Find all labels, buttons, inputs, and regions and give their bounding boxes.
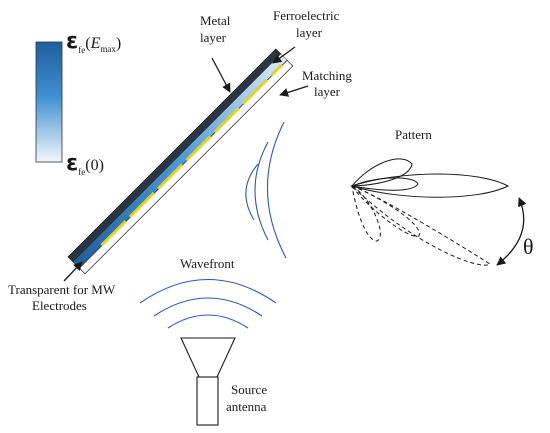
matching-layer xyxy=(78,59,294,275)
reflected-wave-1 xyxy=(245,163,259,221)
main-lobe xyxy=(350,173,510,198)
upper-lobe xyxy=(350,158,413,187)
incident-wave-1 xyxy=(139,279,277,304)
steered-lobe-1 xyxy=(351,185,381,242)
metal-layer xyxy=(67,48,282,263)
radiation-pattern xyxy=(350,158,510,198)
side-lobe xyxy=(350,177,419,191)
steered-pattern xyxy=(350,184,491,266)
steering-angle-arrow xyxy=(496,197,527,266)
colorbar-top-label: εfe(Emax) xyxy=(66,29,121,55)
transparent-label-line1: Transparent for MW xyxy=(8,282,116,297)
steered-main-lobe xyxy=(351,185,491,266)
transparent-arrow xyxy=(63,261,83,282)
transparent-electrodes xyxy=(100,63,283,247)
ferroelectric-arrow xyxy=(272,46,296,64)
incident-wave-3 xyxy=(167,314,249,329)
wavefront-label: Wavefront xyxy=(180,256,235,271)
metal-layer-arrow xyxy=(211,57,231,93)
matching-arrow xyxy=(279,85,309,97)
reflected-wave-3 xyxy=(266,121,287,259)
colorbar-bottom-label: εfe(0) xyxy=(66,151,104,177)
incident-wave-2 xyxy=(153,297,263,317)
reflected-wave-2 xyxy=(254,141,269,241)
theta-label: θ xyxy=(523,234,534,259)
metal-layer-label-line1: Metal xyxy=(200,13,231,28)
incident-wavefronts xyxy=(139,279,277,329)
matching-label-line1: Matching xyxy=(302,68,352,83)
layered-reflector xyxy=(67,48,294,275)
horn-antenna xyxy=(180,337,236,378)
source-antenna xyxy=(180,337,236,426)
ferroelectric-label-line2: layer xyxy=(296,25,323,40)
waveguide-feed xyxy=(196,376,219,426)
reflected-wavefronts xyxy=(245,121,287,259)
pattern-label: Pattern xyxy=(395,127,432,142)
metal-layer-label-line2: layer xyxy=(200,30,227,45)
permittivity-colorbar xyxy=(35,41,63,163)
matching-label-line2: layer xyxy=(314,84,341,99)
source-label-line1: Source xyxy=(231,382,267,397)
source-label-line2: antenna xyxy=(226,399,267,414)
ferroelectric-label-line1: Ferroelectric xyxy=(273,8,340,23)
transparent-label-line2: Electrodes xyxy=(32,298,87,313)
ferroelectric-layer xyxy=(72,53,288,269)
